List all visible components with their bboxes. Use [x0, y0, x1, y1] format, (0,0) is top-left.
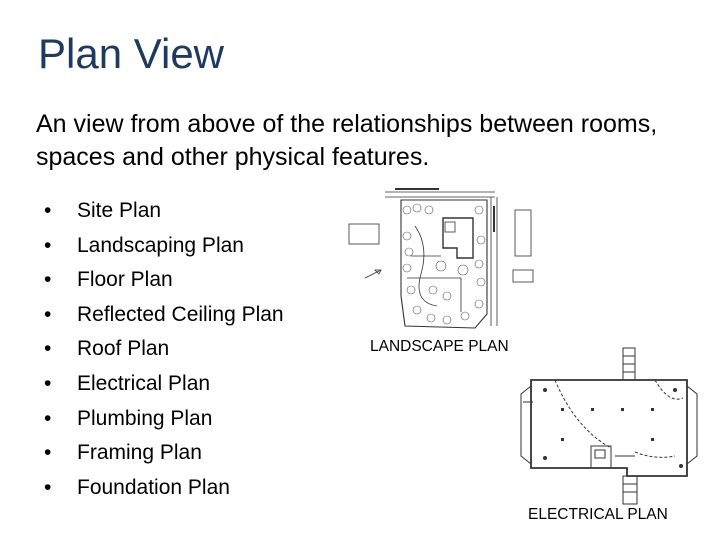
list-item: •Electrical Plan [44, 369, 284, 404]
electrical-plan-caption: ELECTRICAL PLAN [528, 506, 668, 523]
list-item: •Foundation Plan [44, 473, 284, 508]
landscape-plan-image [345, 186, 537, 334]
bullet-icon: • [44, 233, 52, 257]
landscape-plan-caption: LANDSCAPE PLAN [370, 338, 509, 355]
slide-subtitle: An view from above of the relationships … [36, 110, 658, 171]
landscape-plan-drawing [348, 188, 534, 329]
list-item: •Roof Plan [44, 334, 284, 369]
list-item: •Site Plan [44, 196, 284, 231]
bullet-icon: • [44, 441, 52, 465]
electrical-plan-image [515, 344, 705, 508]
bullet-icon: • [44, 302, 52, 326]
list-item: •Plumbing Plan [44, 404, 284, 439]
bullet-icon: • [44, 371, 52, 395]
bullet-icon: • [44, 475, 52, 499]
bullet-icon: • [44, 406, 52, 430]
plan-types-list: •Site Plan •Landscaping Plan •Floor Plan… [44, 196, 284, 507]
list-item: •Floor Plan [44, 265, 284, 300]
list-item: •Framing Plan [44, 438, 284, 473]
bullet-icon: • [44, 199, 52, 222]
electrical-plan-drawing [520, 347, 698, 505]
list-item: •Reflected Ceiling Plan [44, 300, 284, 335]
bullet-icon: • [44, 268, 52, 292]
slide-title: Plan View [38, 30, 225, 77]
list-item: •Landscaping Plan [44, 231, 284, 266]
bullet-icon: • [44, 337, 52, 361]
